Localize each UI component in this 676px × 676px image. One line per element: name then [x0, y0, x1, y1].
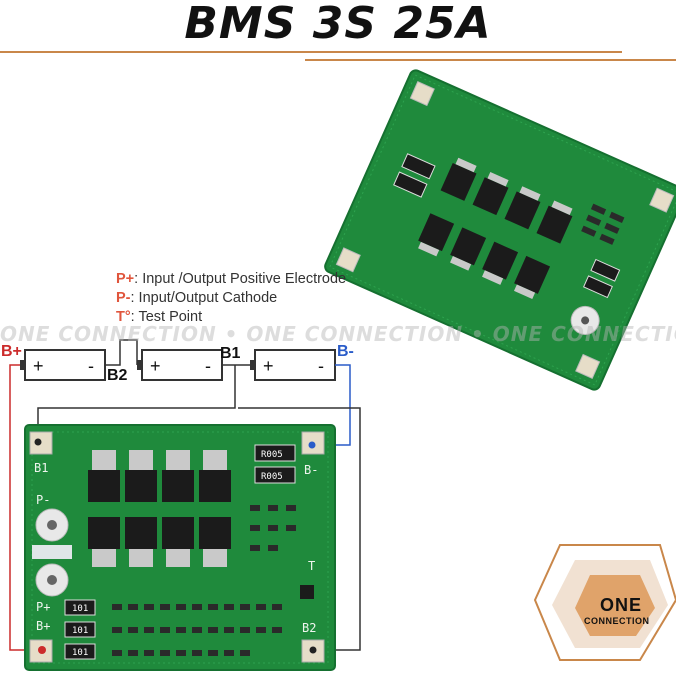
battery-cells	[20, 349, 336, 381]
terminal-label-b2: B2	[107, 367, 128, 384]
legend-key-p-minus: P-	[116, 290, 131, 306]
pin-legend: P+: Input /Output Positive Electrode P-:…	[116, 270, 346, 327]
legend-key-p-plus: P+	[116, 271, 135, 287]
legend-row-p-plus: P+: Input /Output Positive Electrode	[116, 270, 346, 289]
legend-row-p-minus: P-: Input/Output Cathode	[116, 289, 346, 308]
resistor-labels: R005 R005 101 101 101	[72, 450, 283, 658]
board-label-b2: B2	[302, 621, 316, 635]
logo-text-one: ONE	[600, 595, 643, 615]
one-connection-logo	[533, 544, 676, 661]
board-label-b-minus: B-	[304, 463, 318, 477]
resistor-label-1: R005	[261, 450, 283, 460]
cell-sign-labels: + - + - + -	[33, 356, 324, 376]
page-title: BMS 3S 25A	[184, 0, 492, 49]
terminal-label-b-plus: B+	[1, 343, 22, 360]
legend-text-p-plus: : Input /Output Positive Electrode	[134, 271, 347, 287]
title-underline	[0, 51, 622, 53]
legend-row-test-point: T°: Test Point	[116, 308, 346, 327]
board-label-t: T	[308, 559, 315, 573]
board-label-p-plus: P+	[36, 600, 50, 614]
cell3-plus: +	[263, 356, 274, 376]
resistor-label-3: 101	[72, 604, 88, 614]
legend-text-p-minus: : Input/Output Cathode	[130, 290, 278, 306]
board-label-b-plus: B+	[36, 619, 50, 633]
cell3-minus: -	[318, 356, 324, 376]
title-underline-secondary	[305, 59, 676, 61]
legend-key-test-point: T°	[116, 309, 131, 325]
cell1-minus: -	[88, 356, 94, 376]
board-labels: B1 B- P- P+ B+ B2 T	[34, 461, 318, 635]
resistor-label-2: R005	[261, 472, 283, 482]
pcb-photo	[324, 69, 676, 391]
board-label-p-minus: P-	[36, 493, 50, 507]
resistor-label-5: 101	[72, 648, 88, 658]
cell2-minus: -	[205, 356, 211, 376]
cell1-plus: +	[33, 356, 44, 376]
terminal-label-b1: B1	[220, 345, 241, 362]
board-label-b1: B1	[34, 461, 48, 475]
terminal-label-b-minus: B-	[337, 343, 354, 360]
watermark-text: ONE CONNECTION • ONE CONNECTION • ONE CO…	[0, 322, 676, 346]
resistor-label-4: 101	[72, 626, 88, 636]
cell2-plus: +	[150, 356, 161, 376]
pcb-board	[24, 424, 336, 671]
logo-text-connection: CONNECTION	[584, 616, 650, 626]
legend-text-test-point: : Test Point	[130, 309, 203, 325]
